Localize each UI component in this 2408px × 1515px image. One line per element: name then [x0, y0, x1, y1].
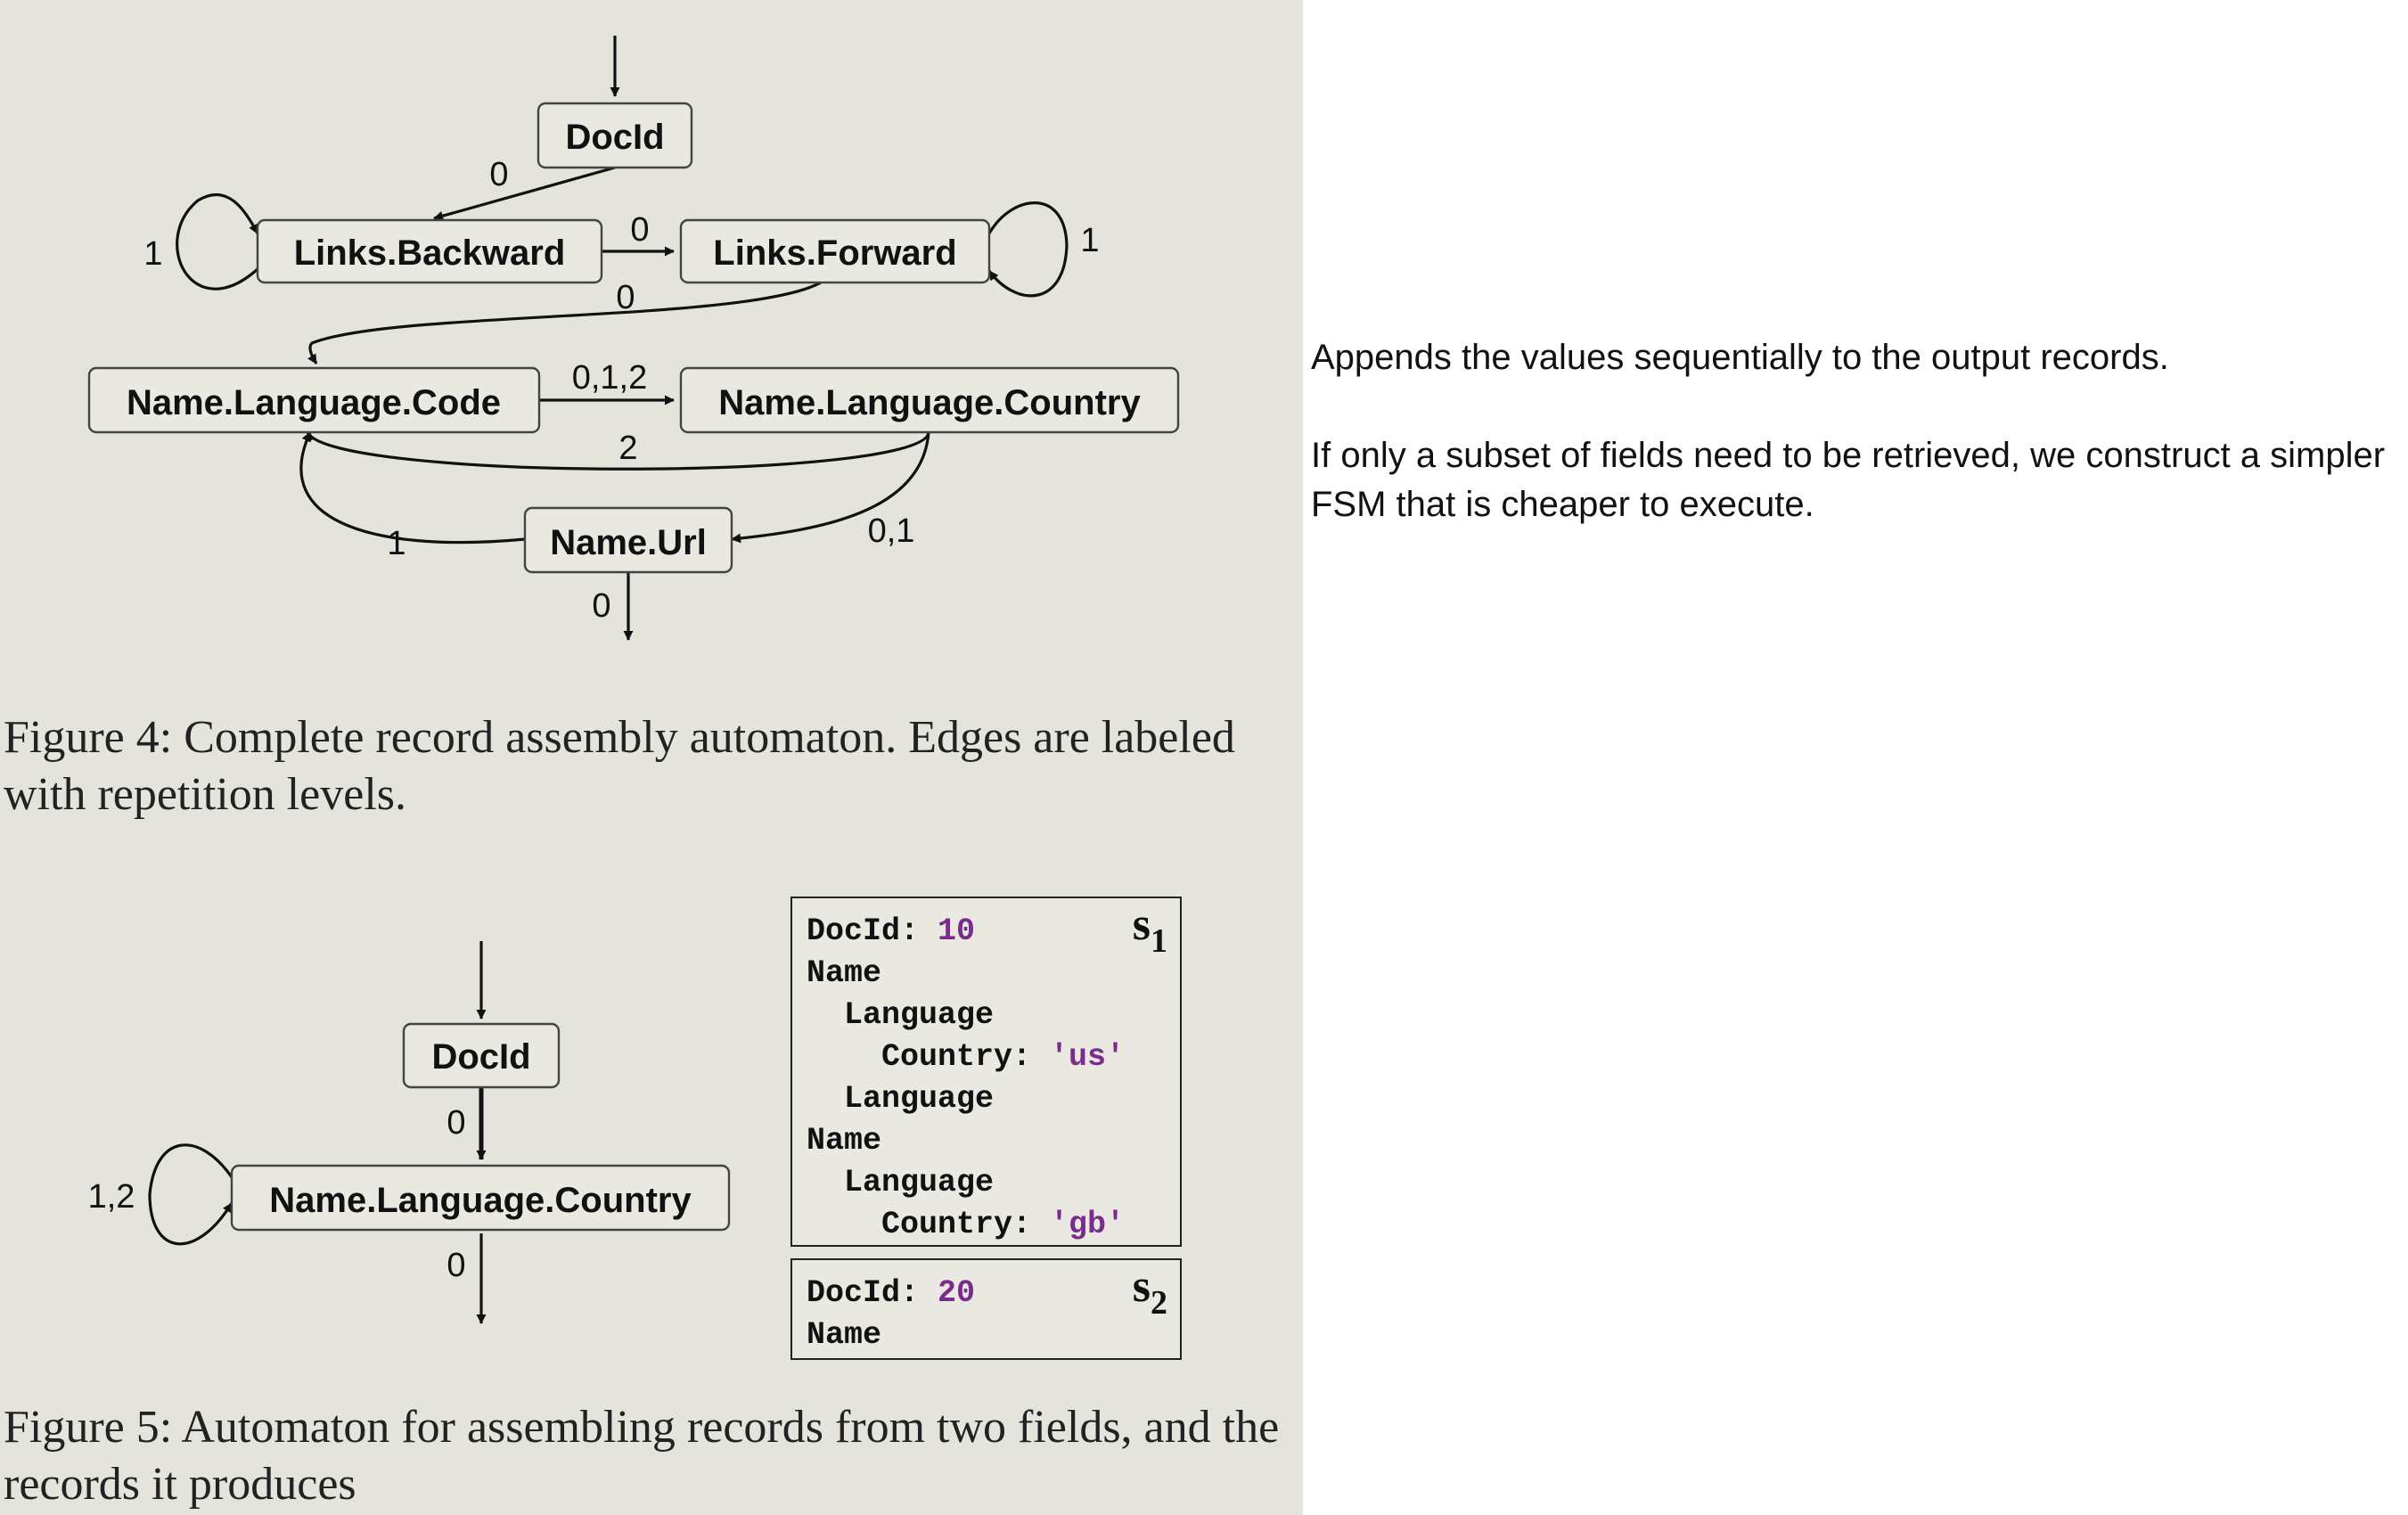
svg-text:Name.Language.Country: Name.Language.Country	[718, 383, 1141, 422]
record-s1-label: s1	[1132, 899, 1167, 961]
record-line: Language	[807, 1081, 995, 1117]
note-line-1: Appends the values sequentially to the o…	[1311, 338, 2169, 377]
svg-text:Links.Forward: Links.Forward	[713, 233, 956, 273]
record-s1: s1 DocId: 10 Name Language Country: 'us'…	[790, 897, 1182, 1247]
edge-country-to-code	[306, 431, 930, 471]
record-line: Language	[807, 997, 995, 1033]
fig5-node-docid: DocId	[402, 1022, 561, 1089]
edge-forward-to-code	[307, 269, 835, 364]
edge-label-backward-to-forward: 0	[630, 211, 649, 249]
edge-label-forward-self: 1	[1080, 222, 1099, 259]
node-links-forward: Links.Forward	[679, 218, 991, 284]
fig5-edge-label-docid-to-country: 0	[446, 1104, 465, 1142]
record-line: Name	[807, 1317, 882, 1353]
record-s2: s2 DocId: 20 Name	[790, 1258, 1182, 1360]
svg-text:DocId: DocId	[565, 118, 664, 157]
record-line: Name	[807, 1123, 882, 1159]
record-line: DocId: 10	[807, 913, 976, 949]
edge-label-backward-self: 1	[143, 235, 162, 273]
svg-text:DocId: DocId	[431, 1037, 530, 1077]
paper-figure-panel: DocId Links.Backward Links.Forward Name.…	[0, 0, 1303, 1515]
fig5-edge-label-country-self: 1,2	[88, 1178, 135, 1216]
figure-4-automaton: DocId Links.Backward Links.Forward Name.…	[87, 36, 1180, 641]
figure-5-caption: Figure 5: Automaton for assembling recor…	[4, 1402, 1280, 1510]
edge-label-country-to-url: 0,1	[868, 512, 915, 550]
edge-backward-self-loop	[176, 193, 259, 291]
fig5-edge-label-country-exit: 0	[446, 1247, 465, 1284]
edge-label-code-to-country: 0,1,2	[572, 359, 648, 397]
note-line-2: If only a subset of fields need to be re…	[1311, 436, 2386, 524]
figure-4-caption: Figure 4: Complete record assembly autom…	[4, 712, 1235, 820]
record-line: Country: 'gb'	[807, 1207, 1126, 1242]
record-s2-label: s2	[1132, 1261, 1167, 1323]
edge-docid-to-backward	[433, 166, 616, 221]
edge-label-url-exit: 0	[592, 587, 610, 625]
record-line: Name	[807, 955, 882, 991]
node-links-backward: Links.Backward	[256, 218, 603, 284]
record-line: DocId: 20	[807, 1275, 976, 1311]
svg-text:Links.Backward: Links.Backward	[294, 233, 566, 273]
node-name-language-country: Name.Language.Country	[679, 366, 1180, 434]
svg-text:Name.Language.Country: Name.Language.Country	[269, 1181, 692, 1220]
fig5-node-name-language-country: Name.Language.Country	[230, 1164, 731, 1232]
record-line: Country: 'us'	[807, 1039, 1126, 1075]
node-docid: DocId	[536, 102, 693, 169]
edge-url-to-code	[299, 431, 526, 545]
figure-5-automaton: DocId Name.Language.Country 0 1,2 0	[88, 941, 731, 1324]
node-name-language-code: Name.Language.Code	[87, 366, 541, 434]
svg-text:Name.Language.Code: Name.Language.Code	[127, 383, 501, 422]
edge-forward-self-loop	[987, 201, 1069, 298]
svg-text:Name.Url: Name.Url	[550, 523, 707, 562]
edge-label-url-to-code: 1	[387, 525, 405, 562]
edge-country-to-url	[731, 431, 930, 544]
node-name-url: Name.Url	[523, 506, 733, 574]
fig5-edge-country-self-loop	[148, 1143, 233, 1246]
edge-label-docid-to-backward: 0	[489, 156, 508, 193]
edge-label-country-to-code: 2	[618, 430, 637, 467]
record-line: Language	[807, 1165, 995, 1200]
edge-label-forward-to-code: 0	[616, 279, 635, 316]
